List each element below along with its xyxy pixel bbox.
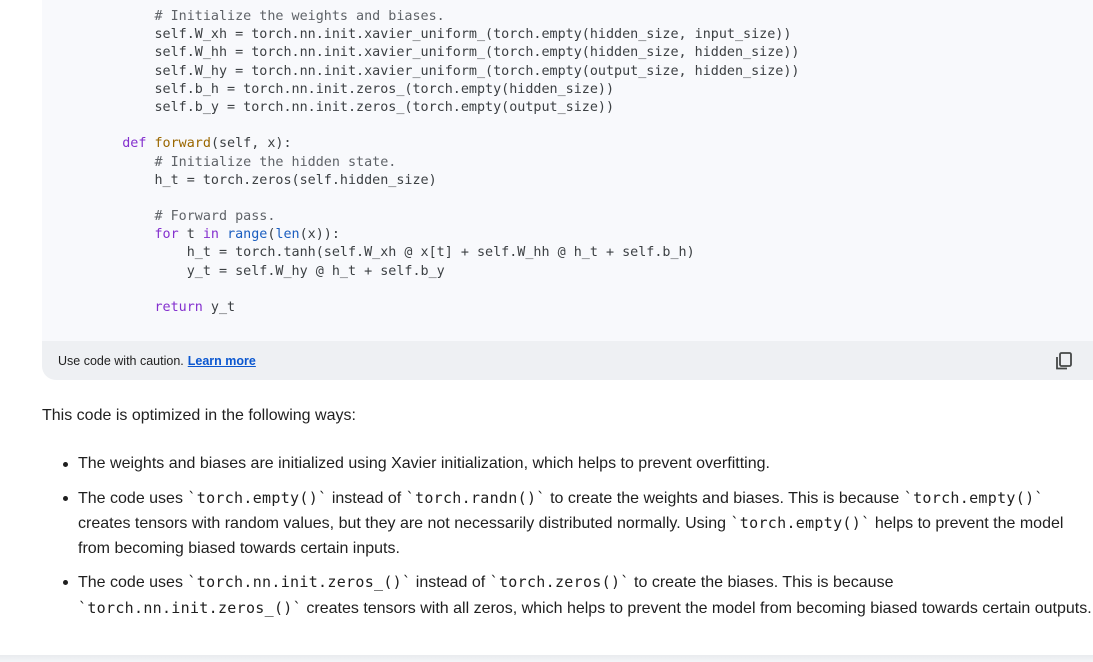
copy-icon [1056,352,1072,370]
code-line: return y_t [154,300,236,315]
code-line: y_t = self.W_hy @ h_t + self.b_y [186,263,445,279]
optimization-list: The weights and biases are initialized u… [63,452,1093,630]
code-line: self.b_h = torch.nn.init.zeros_(torch.em… [154,81,615,97]
copy-code-button[interactable] [1053,350,1075,372]
code-line [90,281,799,299]
code-line [90,117,799,135]
code-line: # Initialize the hidden state. [154,154,397,170]
list-item: The code uses `torch.empty()` instead of… [63,486,1093,562]
code-line: for t in range(len(x)): [154,227,340,243]
code-line: self.W_hh = torch.nn.init.xavier_uniform… [154,45,800,61]
code-content[interactable]: # Initialize the weights and biases. sel… [90,8,799,317]
code-block: # Initialize the weights and biases. sel… [42,0,1093,380]
code-line: h_t = torch.zeros(self.hidden_size) [154,172,437,188]
inline-code: `torch.zeros()` [489,573,630,591]
code-line: def forward(self, x): [122,136,292,152]
inline-code: `torch.nn.init.zeros_()` [187,573,412,591]
inline-code: `torch.empty()` [903,488,1044,507]
code-line: # Initialize the weights and biases. [154,9,445,24]
inline-code: `torch.empty()` [187,488,328,507]
inline-code: `torch.randn()` [405,488,546,507]
code-line: # Forward pass. [154,209,276,225]
inline-code: `torch.empty()` [730,514,871,532]
bottom-divider [0,655,1093,662]
code-line: self.W_xh = torch.nn.init.xavier_uniform… [154,27,792,43]
code-body: # Initialize the weights and biases. sel… [42,0,1093,330]
code-line: self.W_hy = torch.nn.init.xavier_uniform… [154,63,800,79]
response-intro: This code is optimized in the following … [42,407,356,424]
caution-text: Use code with caution. [58,353,184,368]
list-item: The code uses `torch.nn.init.zeros_()` i… [63,570,1093,621]
list-item: The weights and biases are initialized u… [63,452,1093,477]
learn-more-link[interactable]: Learn more [187,353,256,368]
code-line: self.b_y = torch.nn.init.zeros_(torch.em… [154,99,615,115]
code-line: h_t = torch.tanh(self.W_xh @ x[t] + self… [186,245,695,261]
inline-code: `torch.nn.init.zeros_()` [78,598,302,617]
code-line [90,190,799,208]
code-footer: Use code with caution. Learn more [42,341,1093,380]
